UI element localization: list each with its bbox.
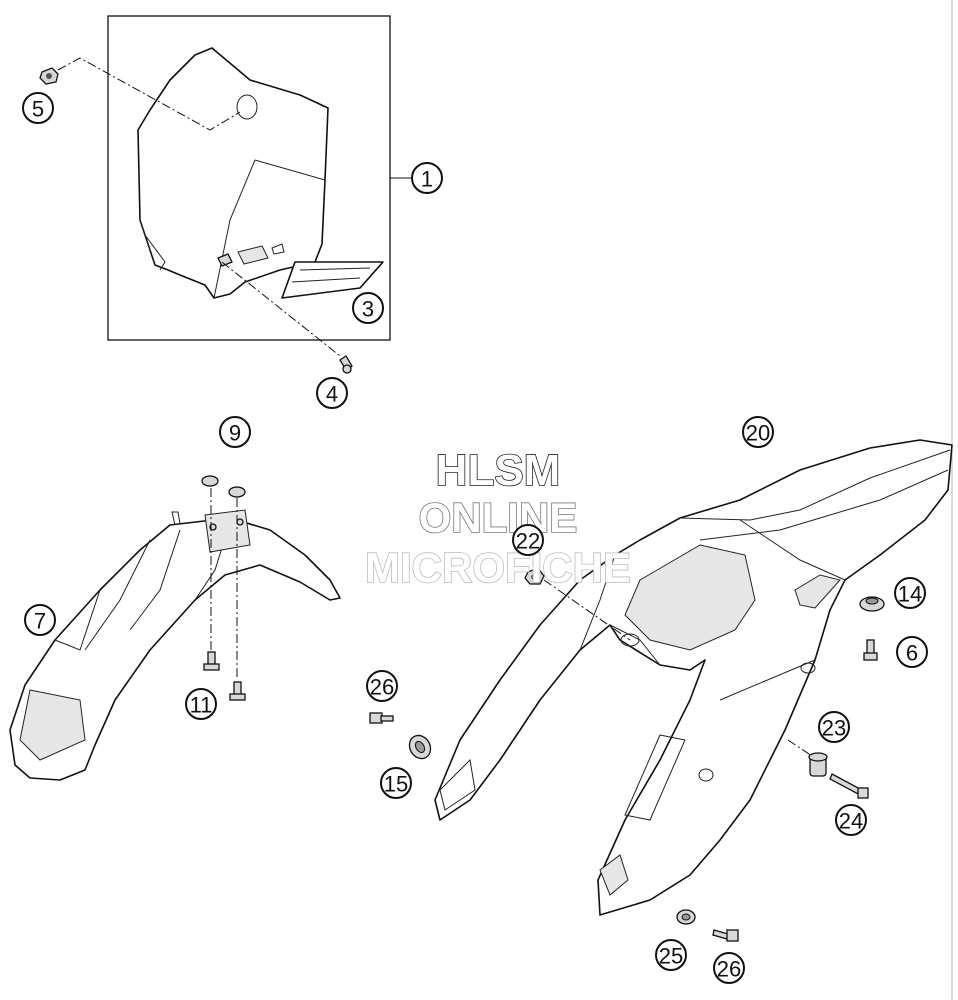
grommet-14-hardware	[859, 596, 885, 612]
bushing-23-hardware	[808, 752, 828, 777]
watermark-line3: MICROFICHE	[365, 544, 631, 591]
bolt-24-hardware	[829, 773, 869, 799]
callout-26b: 26	[713, 952, 745, 984]
callout-7-label: 7	[34, 609, 46, 634]
number-plate-part	[137, 47, 329, 299]
callout-14-label: 14	[898, 582, 922, 607]
callout-6: 6	[896, 636, 928, 668]
nut-22-hardware	[524, 567, 545, 585]
washers-9-hardware	[201, 475, 246, 498]
callout-9-label: 9	[229, 421, 241, 446]
front-fender-part	[9, 509, 341, 781]
callout-23-label: 23	[822, 716, 846, 741]
callout-26b-label: 26	[717, 957, 741, 982]
screw-5-hardware	[39, 67, 59, 85]
callout-25: 25	[655, 939, 687, 971]
dash-line-22	[543, 579, 631, 641]
washer-25-hardware	[676, 909, 696, 925]
rear-fender-part	[434, 439, 953, 916]
bolts-11-hardware	[203, 651, 246, 701]
callout-1: 1	[411, 162, 443, 194]
callout-26a-label: 26	[370, 675, 394, 700]
callout-14: 14	[894, 577, 926, 609]
screw-4-hardware	[339, 355, 353, 374]
callout-11-label: 11	[190, 693, 213, 718]
callout-11: 11	[185, 688, 217, 720]
callout-5: 5	[22, 92, 54, 124]
callout-4: 4	[316, 377, 348, 409]
dash-line-4	[221, 261, 341, 357]
callout-22: 22	[512, 524, 544, 556]
watermark: HLSM ONLINE MICROFICHE	[364, 445, 632, 592]
callout-3-label: 3	[362, 297, 374, 322]
dash-line-5	[57, 57, 241, 131]
callout-24-label: 24	[839, 809, 863, 834]
callout-20-label: 20	[746, 421, 770, 446]
screw-6-hardware	[863, 639, 878, 661]
callout-3: 3	[352, 292, 384, 324]
watermark-line2: ONLINE	[419, 494, 578, 541]
callout-6-label: 6	[906, 641, 918, 666]
callout-4-label: 4	[326, 382, 338, 407]
callout-26a: 26	[366, 670, 398, 702]
callout-5-label: 5	[32, 97, 44, 122]
callout-23: 23	[818, 711, 850, 743]
watermark-line1: HLSM	[436, 446, 561, 495]
screw-26b-hardware	[712, 929, 739, 942]
dash-line-23	[787, 739, 813, 757]
callout-22-label: 22	[516, 529, 540, 554]
callout-25-label: 25	[659, 944, 683, 969]
callout-15-label: 15	[384, 772, 408, 797]
grommet-15-hardware	[408, 734, 432, 760]
callout-9: 9	[219, 416, 251, 448]
callout-20: 20	[742, 416, 774, 448]
callout-1-label: 1	[421, 167, 433, 192]
decal-part	[281, 261, 384, 299]
callout-24: 24	[835, 804, 867, 836]
screw-26a-hardware	[369, 712, 394, 724]
callout-7: 7	[24, 604, 56, 636]
callout-15: 15	[380, 767, 412, 799]
